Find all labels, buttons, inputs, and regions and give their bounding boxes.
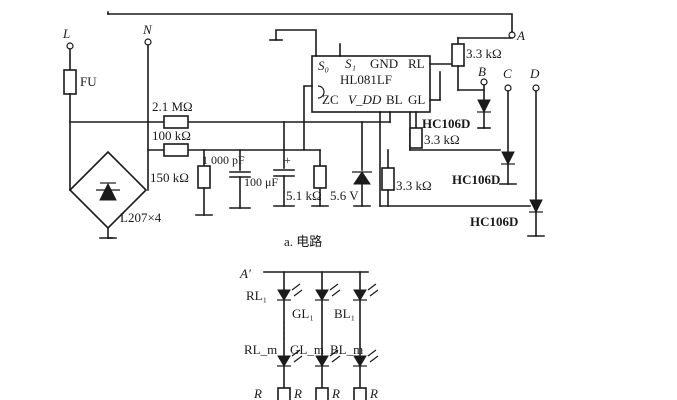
label-c-100u: 100 μF (244, 175, 278, 189)
ic-name: HL081LF (340, 72, 392, 87)
label-terminal-d: D (529, 66, 540, 81)
resistor-100k (163, 143, 189, 157)
label-rlm: RL_m (244, 342, 277, 357)
label-c-1000p: 1 000 pF (202, 153, 245, 167)
ic-pin-rl: RL (408, 56, 425, 71)
ic-pin-s0: S₀ (318, 58, 329, 73)
led-rlm (277, 349, 303, 367)
ic-hl081lf (311, 55, 431, 113)
label-terminal-a-prime: A′ (239, 266, 251, 281)
label-terminal-n: N (142, 22, 153, 37)
wire-top-n-a (107, 11, 513, 33)
resistor-3k3-bot (381, 167, 395, 191)
label-terminal-c: C (503, 66, 512, 81)
label-glm: GL_m (290, 342, 324, 357)
label-terminal-b: B (478, 64, 486, 79)
led-bl1 (353, 283, 379, 301)
scr-3 (529, 199, 543, 214)
label-fuse: FU (80, 74, 97, 89)
resistor-5k1 (313, 165, 327, 189)
terminal-n (144, 38, 152, 46)
resistor-led-3 (353, 387, 367, 400)
label-bridge: L207×4 (120, 210, 162, 225)
caption-part-a: a. 电路 (284, 234, 322, 249)
scr-2 (501, 151, 515, 166)
terminal-b (480, 78, 488, 86)
ic-pin-bl: BL (386, 92, 403, 107)
led-gl1 (315, 283, 341, 301)
ic-pin-zc: ZC (322, 92, 339, 107)
resistor-3k3-mid (409, 127, 423, 149)
terminal-c (504, 84, 512, 92)
label-r-3k3-bot: 3.3 kΩ (396, 178, 432, 193)
terminal-l (66, 42, 74, 50)
label-r-5k1: 5.1 kΩ (286, 188, 322, 203)
label-r-150k: 150 kΩ (150, 170, 189, 185)
terminal-d (532, 84, 540, 92)
label-r-bottom-1: R (253, 386, 262, 400)
zener-5v6 (353, 171, 371, 185)
label-terminal-a: A (516, 28, 525, 43)
ic-pin-gnd: GND (370, 56, 398, 71)
resistor-led-2 (315, 387, 329, 400)
scr-1 (477, 99, 491, 114)
resistor-150k (197, 165, 211, 189)
label-r-3k3-mid: 3.3 kΩ (424, 132, 460, 147)
label-r-3k3-top: 3.3 kΩ (466, 46, 502, 61)
label-r-100k: 100 kΩ (152, 128, 191, 143)
label-scr-1: HC106D (422, 116, 470, 131)
label-gl1: GL₁ (292, 306, 314, 321)
label-bl1: BL₁ (334, 306, 355, 321)
led-glm (315, 349, 341, 367)
ic-pin-gl: GL (408, 92, 425, 107)
label-scr-2: HC106D (452, 172, 500, 187)
label-z-5v6: 5.6 V (330, 188, 359, 203)
label-r-2m1: 2.1 MΩ (152, 99, 193, 114)
label-scr-3: HC106D (470, 214, 518, 229)
resistor-2m1 (163, 115, 189, 129)
led-rl1 (277, 283, 303, 301)
ic-pin-s1: S₁ (345, 56, 356, 71)
resistor-3k3-top (451, 43, 465, 67)
label-blm: BL_m (330, 342, 363, 357)
terminal-a (508, 31, 516, 39)
label-r-bottom-4: R (369, 386, 378, 400)
svg-text:+: + (284, 153, 291, 167)
label-r-bottom-3: R (331, 386, 340, 400)
fuse (63, 69, 77, 95)
resistor-led-1 (277, 387, 291, 400)
label-r-bottom-2: R (293, 386, 302, 400)
label-terminal-l: L (62, 26, 70, 41)
ic-pin-vdd: V_DD (348, 92, 382, 107)
label-rl1: RL₁ (246, 288, 267, 303)
led-blm (353, 349, 379, 367)
